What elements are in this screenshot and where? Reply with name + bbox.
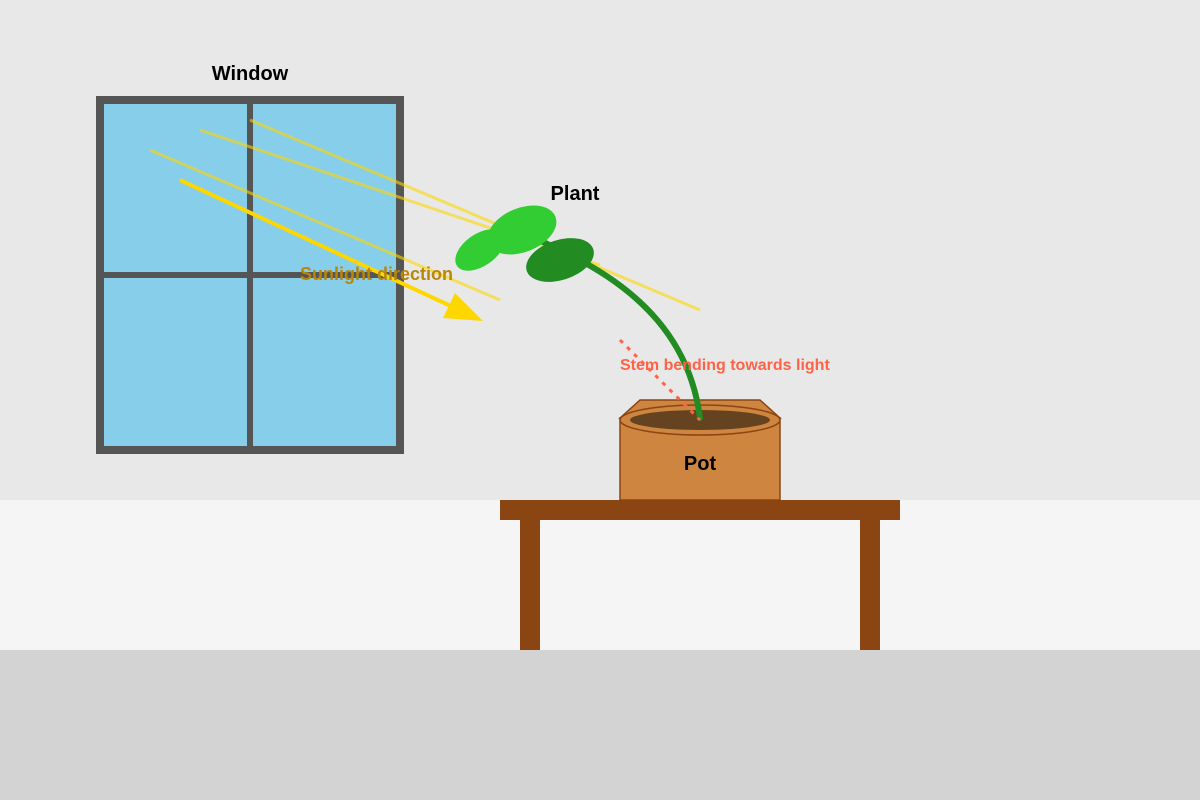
window-label: Window — [212, 63, 289, 85]
sunlight-arrowhead — [443, 293, 483, 321]
window-pane-bottom-left — [104, 278, 247, 446]
stem-bending-label: Stem bending towards light — [620, 357, 830, 374]
window — [96, 96, 404, 454]
plant-label: Plant — [551, 183, 600, 205]
plant — [455, 205, 703, 421]
table-top — [500, 500, 900, 520]
table-leg-left — [520, 520, 540, 650]
table-leg-right — [860, 520, 880, 650]
floor-lower — [0, 650, 1200, 800]
sunlight-arrow-shaft — [179, 178, 456, 310]
leaf-dark — [526, 238, 594, 282]
sunlight-direction-arrow — [179, 178, 483, 321]
floor-upper — [0, 500, 1200, 650]
sun-ray — [249, 118, 701, 312]
sun-ray — [149, 148, 501, 302]
leaf-light-front — [487, 205, 557, 255]
window-pane-bottom-right — [253, 278, 396, 446]
table — [500, 500, 900, 650]
sunlight-direction-label: Sunlight direction — [300, 264, 453, 284]
pot-label: Pot — [684, 453, 717, 475]
window-pane-top-left — [104, 104, 247, 272]
